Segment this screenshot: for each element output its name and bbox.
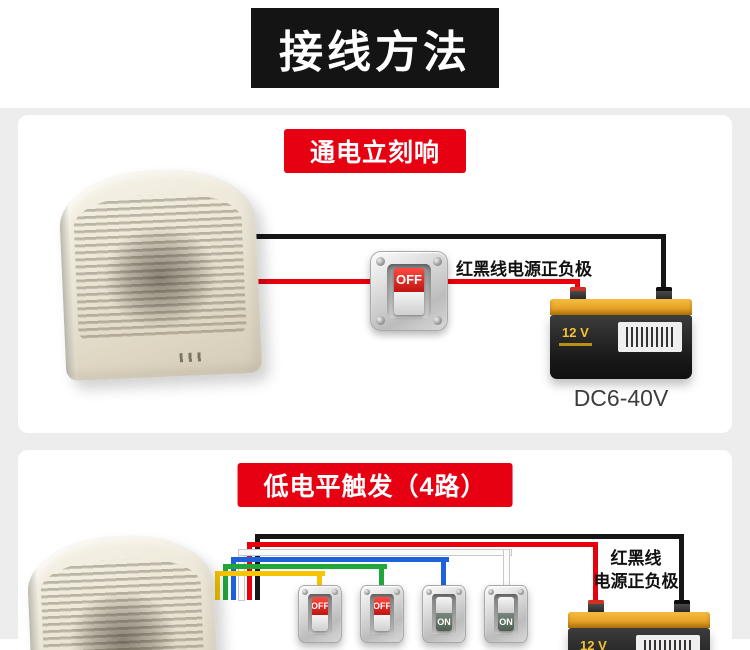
wire-red-drop xyxy=(593,542,598,600)
wire-yellow-drop xyxy=(317,571,322,585)
switch-plate: ON xyxy=(422,585,466,643)
section-badge-label: 低电平触发（4路） xyxy=(263,473,487,501)
battery-body: 12 V xyxy=(550,315,692,379)
wire-red-run xyxy=(247,542,598,547)
screw-icon xyxy=(394,589,401,596)
trigger-switch-4: ON xyxy=(484,585,528,643)
battery-voltage-label: 12 V xyxy=(559,324,592,346)
switch-stem xyxy=(394,291,424,315)
screw-icon xyxy=(433,256,443,266)
battery: 12 V xyxy=(550,287,692,379)
switch-cap: OFF xyxy=(394,267,424,292)
switch-state-label: OFF xyxy=(373,600,391,611)
battery-top xyxy=(568,612,710,628)
switch-plate: OFF xyxy=(360,585,404,643)
speaker-body xyxy=(25,532,221,650)
switch-plate: ON xyxy=(484,585,528,643)
section-badge: 通电立刻响 xyxy=(283,129,467,173)
switch-plate: OFF xyxy=(298,585,342,643)
switch-cap: ON xyxy=(435,613,453,631)
switch-well: OFF xyxy=(307,594,333,634)
switch-cap: ON xyxy=(497,613,515,631)
switch-toggle: OFF xyxy=(373,597,391,631)
battery-terminal-positive xyxy=(570,287,586,301)
wire-blue-run xyxy=(231,557,449,562)
switch-well: OFF xyxy=(386,263,432,319)
switch-state-label: OFF xyxy=(396,272,422,288)
power-switch: OFF xyxy=(370,251,448,331)
switch-cap: OFF xyxy=(373,597,391,615)
switch-plate: OFF xyxy=(370,251,448,331)
wire-annotation: 红黑线电源正负极 xyxy=(456,260,592,279)
switch-state-label: ON xyxy=(437,617,451,628)
wire-black-run xyxy=(255,534,684,539)
screw-icon xyxy=(518,589,525,596)
battery-body: 12 V xyxy=(568,628,710,650)
screw-icon xyxy=(456,589,463,596)
trigger-switch-1: OFF xyxy=(298,585,342,643)
switch-well: ON xyxy=(493,594,519,634)
battery-top xyxy=(550,299,692,315)
screw-icon xyxy=(375,256,385,266)
wire-white-run xyxy=(239,550,511,555)
wire-annotation-line2: 电源正负极 xyxy=(593,571,679,591)
wire-green-rise xyxy=(223,564,228,600)
battery-terminal-positive xyxy=(588,600,604,614)
screw-icon xyxy=(363,589,370,596)
wire-yellow-run xyxy=(215,571,325,576)
wire-green-drop xyxy=(379,564,384,585)
wire-black-run xyxy=(254,234,666,239)
wire-yellow-rise xyxy=(215,571,220,600)
screw-icon xyxy=(332,589,339,596)
panel-low-level-trigger: 低电平触发（4路） OFF xyxy=(18,450,732,650)
switch-well: OFF xyxy=(369,594,395,634)
switch-stem xyxy=(435,597,453,614)
battery-barcode-label xyxy=(636,635,700,650)
wire-red-run-right xyxy=(442,279,580,284)
wire-red-drop xyxy=(575,279,580,291)
wire-annotation-line1: 红黑线 xyxy=(610,549,662,568)
trigger-switch-2: OFF xyxy=(360,585,404,643)
switch-stem xyxy=(373,614,391,631)
switch-cap: OFF xyxy=(311,597,329,615)
alarm-speaker xyxy=(57,165,263,382)
battery-terminal-negative xyxy=(656,287,672,301)
screw-icon xyxy=(487,589,494,596)
switch-toggle: ON xyxy=(435,597,453,631)
wire-green-run xyxy=(223,564,387,569)
trigger-switch-3: ON xyxy=(422,585,466,643)
section-badge: 低电平触发（4路） xyxy=(237,463,513,507)
switch-well: ON xyxy=(431,594,457,634)
panel-power-on: 通电立刻响 OFF xyxy=(18,115,732,433)
wire-black-drop xyxy=(679,534,684,600)
screw-icon xyxy=(301,589,308,596)
screw-icon xyxy=(425,589,432,596)
switch-stem xyxy=(311,614,329,631)
alarm-speaker xyxy=(25,532,221,650)
screw-icon xyxy=(375,316,385,326)
screw-icon xyxy=(433,316,443,326)
page-title: 接线方法 xyxy=(279,28,471,77)
battery-terminal-negative xyxy=(674,600,690,614)
switch-stem xyxy=(497,597,515,614)
battery: 12 V xyxy=(568,600,710,650)
page-title-banner: 接线方法 xyxy=(251,8,499,88)
wire-black-drop xyxy=(661,234,666,289)
speaker-body xyxy=(57,165,263,382)
wire-red-run-left xyxy=(254,279,376,284)
wire-blue-rise xyxy=(231,557,236,600)
switch-state-label: ON xyxy=(499,617,513,628)
switch-toggle: OFF xyxy=(394,267,424,315)
wire-blue-drop xyxy=(441,557,446,585)
speaker-indicator-dots xyxy=(179,351,206,362)
switch-state-label: OFF xyxy=(311,600,329,611)
voltage-range-label: DC6-40V xyxy=(573,385,669,411)
switch-toggle: ON xyxy=(497,597,515,631)
wire-annotation: 红黑线 电源正负极 xyxy=(570,548,702,594)
battery-barcode-label xyxy=(618,322,682,352)
wire-white-drop xyxy=(504,550,509,585)
switch-toggle: OFF xyxy=(311,597,329,631)
section-badge-label: 通电立刻响 xyxy=(309,139,441,167)
